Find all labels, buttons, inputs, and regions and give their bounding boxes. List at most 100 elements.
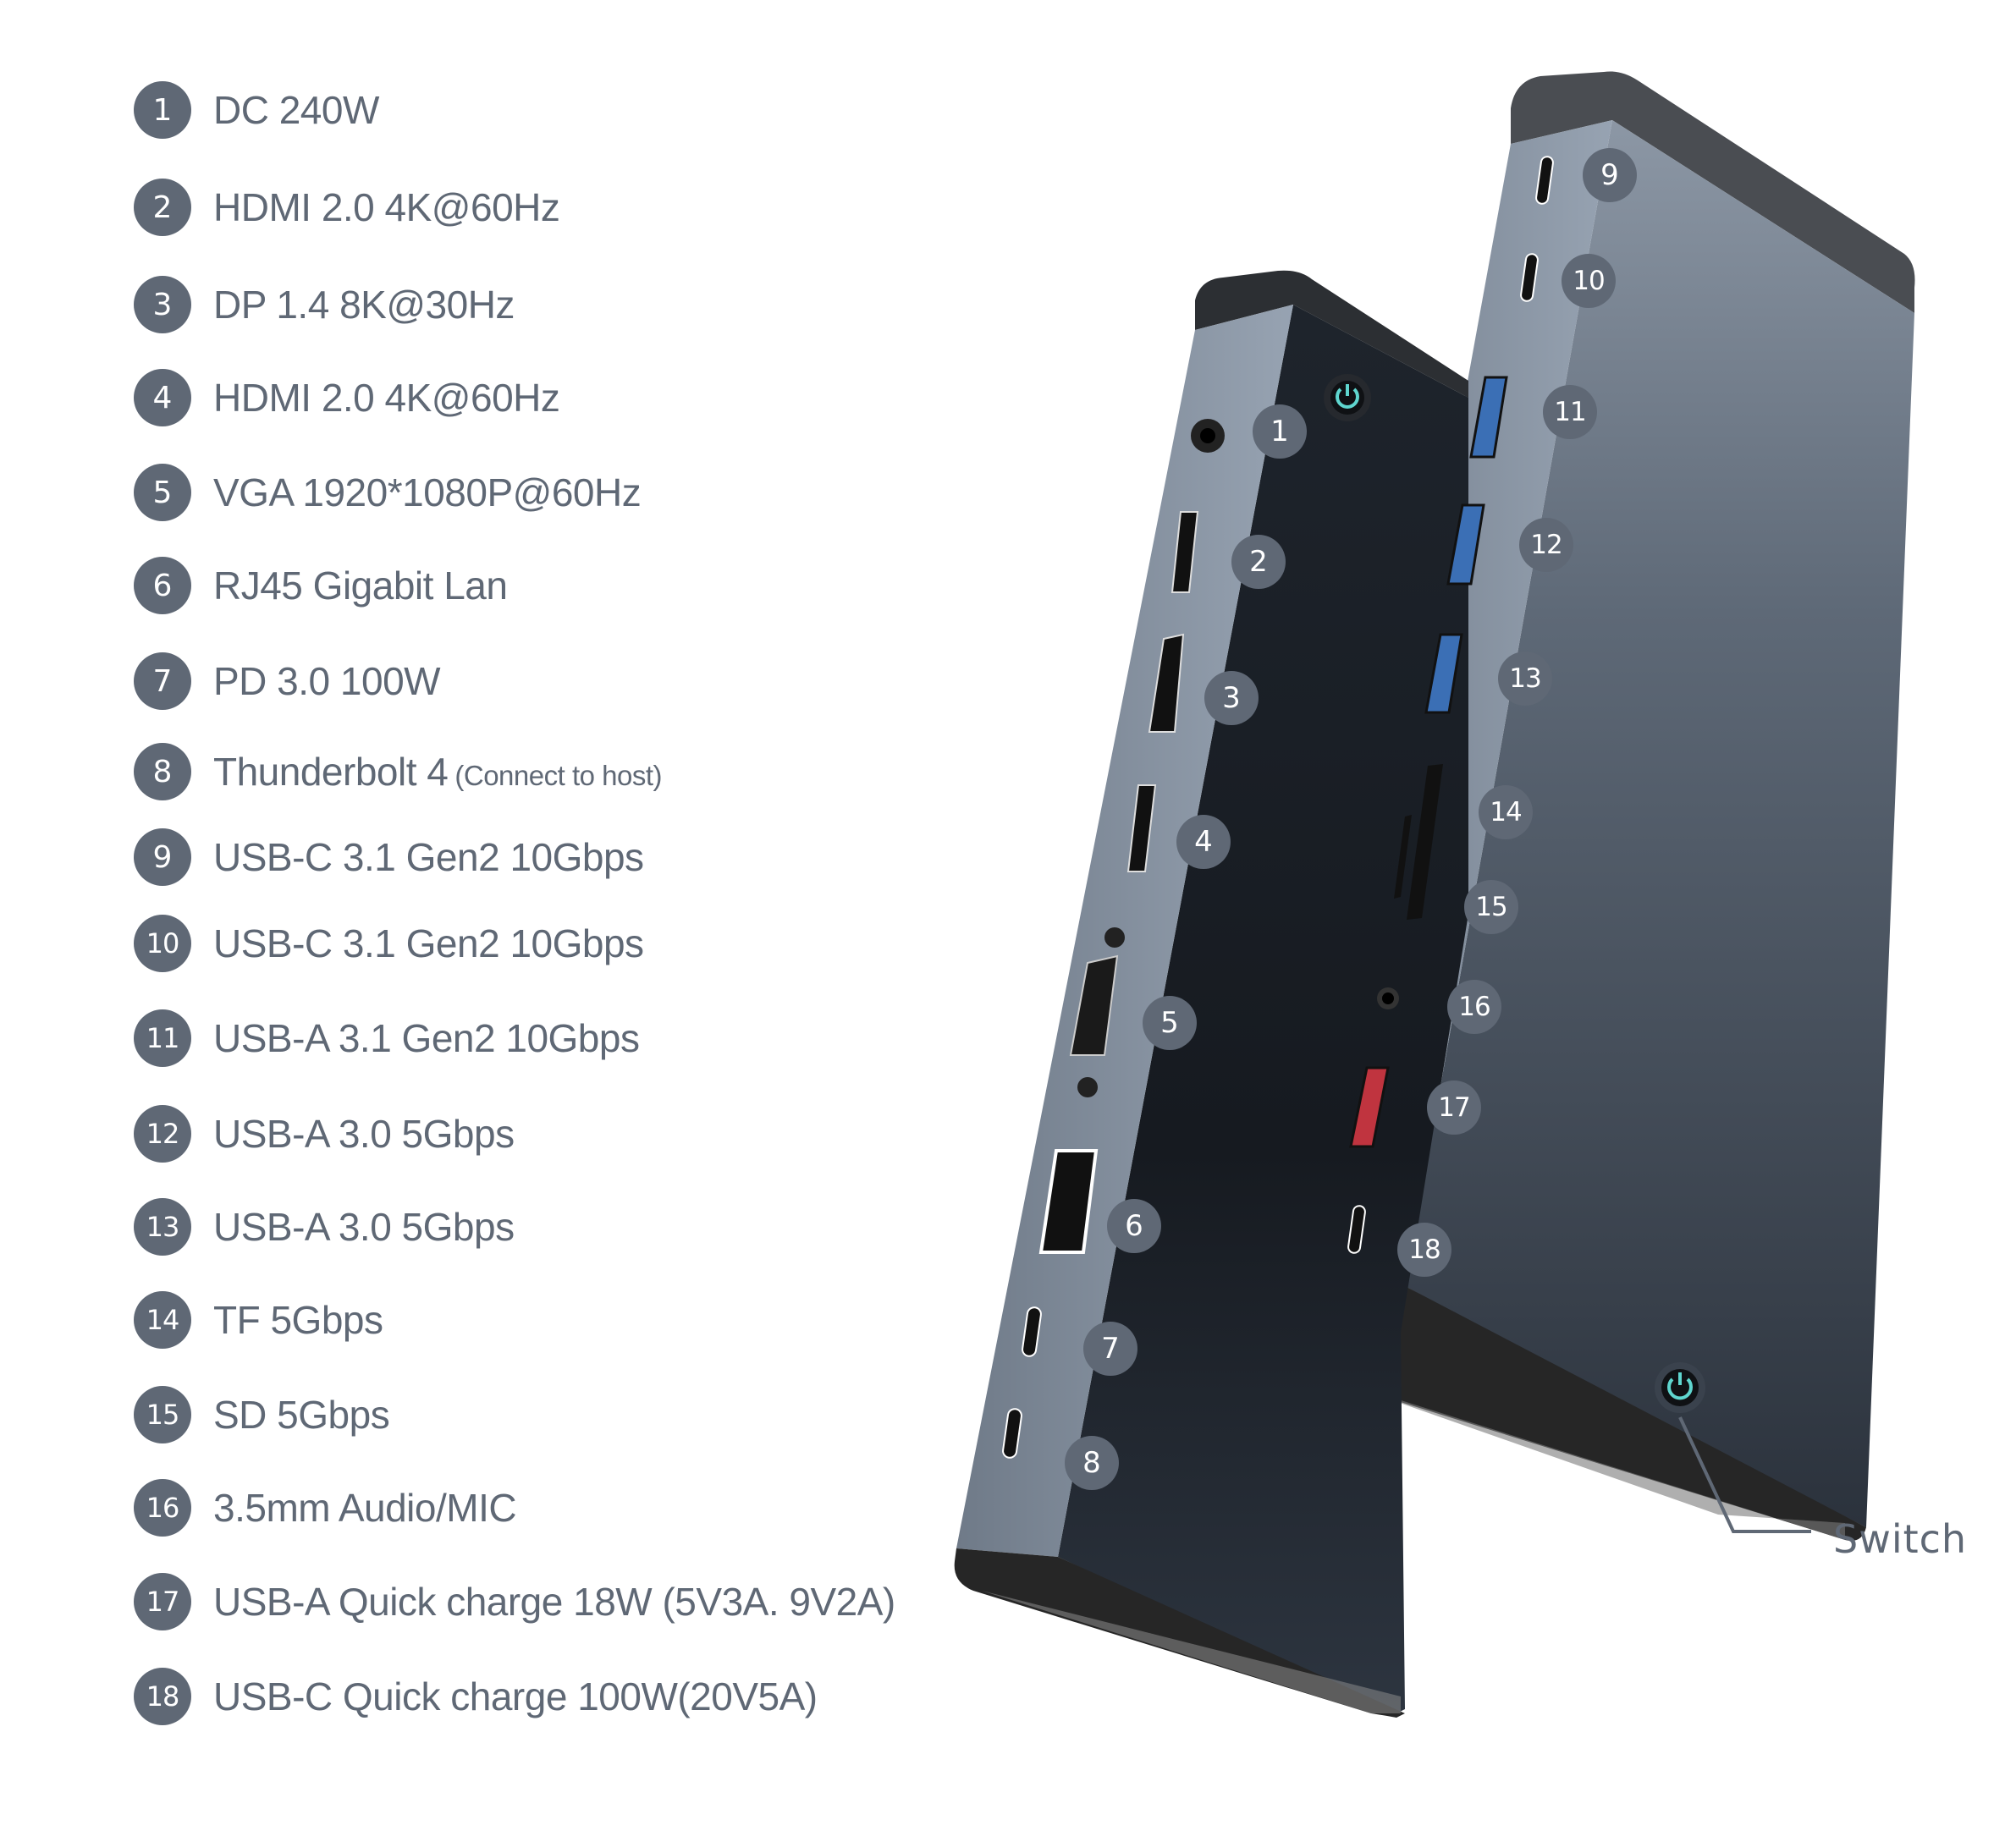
number-badge: 14 [134,1291,191,1349]
spec-item-5: 5 VGA 1920*1080P@60Hz [134,463,642,522]
spec-label: HDMI 2.0 4K@60Hz [213,185,560,229]
callout-15: 15 [1464,880,1518,934]
number-badge: 17 [134,1573,191,1630]
callout-11: 11 [1543,385,1597,439]
number-badge: 5 [134,464,191,521]
power-button-icon [1324,374,1371,421]
callout-3: 3 [1204,671,1259,725]
number-badge: 6 [134,557,191,614]
callout-8: 8 [1065,1436,1119,1490]
displayport-port-icon [1148,633,1185,733]
spec-label: TF 5Gbps [213,1298,383,1342]
callout-5: 5 [1143,996,1197,1050]
usb-a-port-icon [1424,633,1463,714]
number-badge: 1 [134,81,191,139]
spec-item-11: 11 USB-A 3.1 Gen2 10Gbps [134,1009,640,1068]
spec-item-16: 16 3.5mm Audio/MIC [134,1478,517,1537]
spec-label: PD 3.0 100W [213,659,441,703]
callout-2: 2 [1231,535,1286,589]
number-badge: 12 [134,1105,191,1163]
number-badge: 15 [134,1386,191,1443]
spec-item-13: 13 USB-A 3.0 5Gbps [134,1197,515,1256]
ethernet-port-icon [1038,1149,1099,1254]
spec-label: USB-A 3.0 5Gbps [213,1205,515,1249]
spec-label: VGA 1920*1080P@60Hz [213,470,642,514]
number-badge: 16 [134,1479,191,1537]
callout-6: 6 [1107,1199,1161,1253]
usb-c-port-icon [1022,1306,1042,1357]
spec-label: DP 1.4 8K@30Hz [213,283,515,327]
number-badge: 4 [134,369,191,426]
spec-label: 3.5mm Audio/MIC [213,1486,517,1530]
spec-item-9: 9 USB-C 3.1 Gen2 10Gbps [134,828,644,887]
spec-item-10: 10 USB-C 3.1 Gen2 10Gbps [134,914,644,973]
spec-label: USB-C 3.1 Gen2 10Gbps [213,835,644,879]
spec-item-6: 6 RJ45 Gigabit Lan [134,556,508,615]
number-badge: 18 [134,1668,191,1725]
port-spec-list: 1 DC 240W 2 HDMI 2.0 4K@60Hz 3 DP 1.4 8K… [0,0,973,1827]
tf-card-slot-icon [1394,815,1412,899]
spec-label: RJ45 Gigabit Lan [213,564,508,608]
audio-jack-icon [1377,987,1399,1009]
back-dock-ports [1347,156,1811,1533]
number-badge: 13 [134,1198,191,1256]
usb-c-port-icon [1520,253,1539,302]
number-badge: 2 [134,179,191,236]
vga-port-icon [1069,954,1119,1056]
usb-c-port-icon [1002,1408,1022,1459]
usb-a-port-icon [1469,376,1508,459]
usb-a-quick-charge-port-icon [1349,1066,1390,1148]
callout-16: 16 [1447,980,1501,1034]
callout-9: 9 [1583,148,1637,202]
callout-13: 13 [1498,652,1552,706]
spec-label: USB-C 3.1 Gen2 10Gbps [213,921,644,965]
usb-c-port-icon [1535,156,1554,205]
power-button-icon [1655,1362,1705,1413]
hdmi-port-icon [1126,784,1157,872]
usb-a-port-icon [1446,503,1485,586]
usb-c-port-icon [1347,1205,1366,1254]
spec-label: SD 5Gbps [213,1393,390,1437]
callout-18: 18 [1397,1223,1451,1277]
spec-item-18: 18 USB-C Quick charge 100W(20V5A) [134,1667,818,1726]
number-badge: 8 [134,743,191,800]
spec-item-17: 17 USB-A Quick charge 18W (5V3A. 9V2A) [134,1572,895,1631]
spec-label-main: Thunderbolt 4 [213,750,449,794]
spec-item-2: 2 HDMI 2.0 4K@60Hz [134,178,560,237]
number-badge: 3 [134,276,191,333]
callout-10: 10 [1562,254,1616,308]
vga-screw-icon [1077,1077,1098,1097]
switch-leader-line [1678,1416,1811,1533]
callout-1: 1 [1253,404,1307,459]
callout-12: 12 [1519,518,1573,572]
spec-label: USB-A Quick charge 18W (5V3A. 9V2A) [213,1580,895,1624]
front-dock-ports [1002,374,1371,1459]
number-badge: 9 [134,828,191,886]
spec-label: HDMI 2.0 4K@60Hz [213,376,560,420]
spec-item-8: 8 Thunderbolt 4(Connect to host) [134,742,662,801]
spec-item-3: 3 DP 1.4 8K@30Hz [134,275,515,334]
dc-jack-icon [1191,419,1225,453]
spec-label: USB-C Quick charge 100W(20V5A) [213,1674,818,1718]
hdmi-port-icon [1170,511,1199,593]
switch-label: Switch [1833,1516,1968,1562]
spec-item-12: 12 USB-A 3.0 5Gbps [134,1104,515,1163]
callout-7: 7 [1083,1322,1137,1376]
spec-item-1: 1 DC 240W [134,80,379,140]
number-badge: 7 [134,652,191,710]
spec-label: USB-A 3.1 Gen2 10Gbps [213,1016,640,1060]
callout-4: 4 [1176,815,1231,869]
vga-screw-icon [1104,927,1125,948]
spec-item-4: 4 HDMI 2.0 4K@60Hz [134,368,560,427]
spec-label-note: (Connect to host) [454,760,662,791]
number-badge: 11 [134,1009,191,1067]
spec-label: DC 240W [213,88,379,132]
spec-label: USB-A 3.0 5Gbps [213,1112,515,1156]
number-badge: 10 [134,915,191,972]
spec-item-14: 14 TF 5Gbps [134,1290,383,1350]
callout-17: 17 [1427,1080,1481,1135]
callout-14: 14 [1479,785,1533,839]
spec-item-7: 7 PD 3.0 100W [134,652,441,711]
back-dock [1299,71,1915,1541]
